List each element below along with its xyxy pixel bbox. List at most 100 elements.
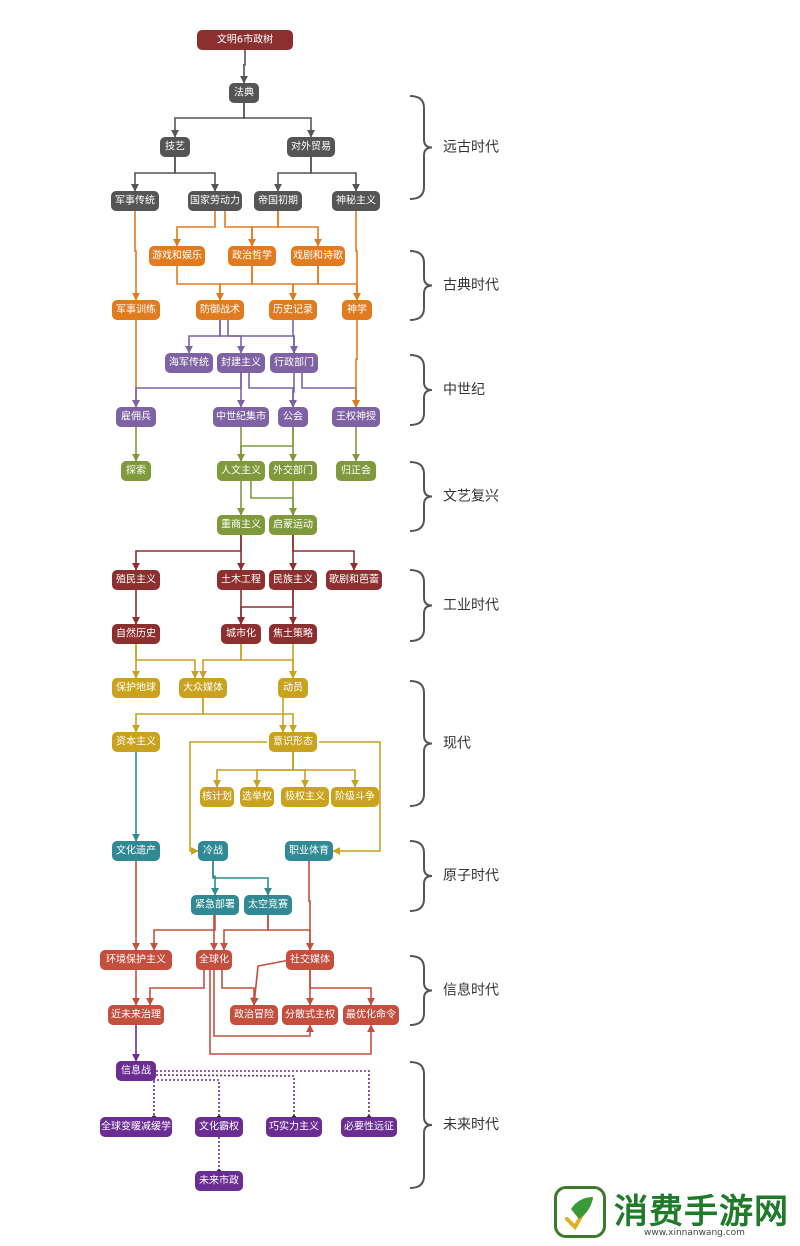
node-box	[217, 353, 265, 373]
civic-node-recorded-history[interactable]: 历史记录	[269, 300, 317, 320]
civic-node-opera-ballet[interactable]: 歌剧和芭蕾	[326, 570, 382, 590]
civic-node-cold-war[interactable]: 冷战	[198, 841, 228, 861]
civic-node-mass-media[interactable]: 大众媒体	[179, 678, 227, 698]
site-watermark: 消费手游网 www.xinnanwang.com	[548, 1184, 798, 1244]
civic-node-medieval-faires[interactable]: 中世纪集市	[213, 407, 269, 427]
civic-node-space-race[interactable]: 太空竞赛	[244, 895, 292, 915]
node-label: 神秘主义	[336, 194, 376, 207]
civic-node-reformed-church[interactable]: 归正会	[336, 461, 376, 481]
civic-node-ideology[interactable]: 意识形态	[269, 732, 317, 752]
civic-node-mysticism[interactable]: 神秘主义	[332, 191, 380, 211]
edge-mercantilism-to-colonialism	[132, 535, 242, 571]
node-label: 环境保护主义	[106, 953, 166, 966]
civic-node-nuclear-program[interactable]: 核计划	[200, 787, 234, 807]
civic-node-capitalism[interactable]: 资本主义	[112, 732, 160, 752]
civic-node-naval-tradition[interactable]: 海军传统	[165, 353, 213, 373]
civic-node-social-media[interactable]: 社交媒体	[286, 950, 334, 970]
node-box	[116, 1061, 156, 1081]
civic-node-divine-right[interactable]: 王权神授	[332, 407, 380, 427]
edge-humanism-to-enlightenment	[250, 481, 297, 516]
node-box	[278, 407, 308, 427]
node-label: 封建主义	[221, 356, 261, 369]
civic-node-professional-sports[interactable]: 职业体育	[285, 841, 333, 861]
civic-node-military-tradition[interactable]: 军事传统	[111, 191, 159, 211]
civic-node-urbanization[interactable]: 城市化	[221, 624, 261, 644]
civic-node-mercenaries[interactable]: 雇佣兵	[116, 407, 156, 427]
civic-node-nationalism[interactable]: 民族主义	[269, 570, 317, 590]
civic-node-state-workforce[interactable]: 国家劳动力	[188, 191, 242, 211]
node-label: 职业体育	[289, 844, 329, 857]
node-box	[285, 841, 333, 861]
civic-node-political-risk[interactable]: 政治冒险	[230, 1005, 278, 1025]
civic-node-enlightenment[interactable]: 启蒙运动	[269, 515, 317, 535]
civic-node-civil-engineering[interactable]: 土木工程	[217, 570, 265, 590]
node-box	[254, 191, 302, 211]
civic-node-class-struggle[interactable]: 阶级斗争	[331, 787, 379, 807]
node-label: 必要性远征	[344, 1120, 394, 1133]
civic-node-diplomatic-service[interactable]: 外交部门	[269, 461, 317, 481]
civic-node-information-warfare[interactable]: 信息战	[116, 1061, 156, 1081]
civic-node-rapid-deployment[interactable]: 紧急部署	[191, 895, 239, 915]
edge-information_warfare-to-exodus_imperative	[156, 1070, 370, 1117]
node-box	[196, 950, 232, 970]
civic-node-political-philosophy[interactable]: 政治哲学	[228, 246, 276, 266]
node-label: 社交媒体	[290, 953, 330, 966]
civic-node-games-recreation[interactable]: 游戏和娱乐	[149, 246, 205, 266]
civic-node-theology[interactable]: 神学	[342, 300, 372, 320]
node-box	[281, 787, 329, 807]
civic-node-future-civic[interactable]: 未来市政	[195, 1171, 243, 1191]
civic-node-suffrage[interactable]: 选举权	[240, 787, 274, 807]
civic-node-humanism[interactable]: 人文主义	[217, 461, 265, 481]
civic-node-mobilization[interactable]: 动员	[278, 678, 308, 698]
edge-mysticism-to-theology	[353, 211, 361, 301]
node-box	[149, 246, 205, 266]
civic-node-exodus-imperative[interactable]: 必要性远征	[341, 1117, 397, 1137]
civic-node-root[interactable]: 文明6市政树	[197, 30, 293, 50]
node-box	[112, 732, 160, 752]
civic-node-natural-history[interactable]: 自然历史	[112, 624, 160, 644]
edge-guilds-to-humanism	[237, 427, 294, 462]
civic-node-exploration[interactable]: 探索	[121, 461, 151, 481]
civic-node-globalization[interactable]: 全球化	[196, 950, 232, 970]
civic-node-craftsmanship[interactable]: 技艺	[160, 137, 190, 157]
civic-node-drama-poetry[interactable]: 戏剧和诗歌	[291, 246, 345, 266]
civic-node-military-training[interactable]: 军事训练	[112, 300, 160, 320]
civic-node-feudalism[interactable]: 封建主义	[217, 353, 265, 373]
civic-node-guilds[interactable]: 公会	[278, 407, 308, 427]
era-bracket-atomic	[409, 840, 433, 912]
civic-node-mercantilism[interactable]: 重商主义	[217, 515, 265, 535]
civic-node-foreign-trade[interactable]: 对外贸易	[287, 137, 335, 157]
civic-node-conservation[interactable]: 保护地球	[112, 678, 160, 698]
civic-node-totalitarianism[interactable]: 极权主义	[281, 787, 329, 807]
civic-node-defensive-tactics[interactable]: 防御战术	[196, 300, 244, 320]
civic-node-cultural-hegemony[interactable]: 文化霸权	[195, 1117, 243, 1137]
civic-node-code-of-laws[interactable]: 法典	[229, 83, 259, 103]
node-box	[221, 624, 261, 644]
edge-social_media-to-optimization_imperative	[309, 970, 375, 1006]
civic-node-early-empire[interactable]: 帝国初期	[254, 191, 302, 211]
node-label: 外交部门	[273, 464, 313, 477]
edge-code_of_laws-to-foreign_trade	[243, 103, 315, 138]
civic-node-global-warming-mitigation[interactable]: 全球变暖减缓学	[100, 1117, 172, 1137]
civic-node-cultural-heritage[interactable]: 文化遗产	[112, 841, 160, 861]
edge-craftsmanship-to-military_tradition	[131, 157, 176, 192]
civic-node-civil-service[interactable]: 行政部门	[270, 353, 318, 373]
civic-node-scorched-earth[interactable]: 焦土策略	[269, 624, 317, 644]
node-box	[198, 841, 228, 861]
node-label: 神学	[347, 303, 367, 316]
edge-professional_sports-to-social_media	[306, 861, 314, 951]
civic-node-colonialism[interactable]: 殖民主义	[112, 570, 160, 590]
node-label: 紧急部署	[195, 898, 235, 911]
edge-globalization-to-near_future_governance	[146, 970, 205, 1006]
edge-urbanization-to-mass_media	[199, 644, 242, 679]
edge-rapid_deployment-to-environmentalism	[150, 915, 216, 951]
civic-node-decentralized-sovereignty[interactable]: 分散式主权	[282, 1005, 338, 1025]
civic-node-near-future-governance[interactable]: 近未来治理	[108, 1005, 164, 1025]
civic-node-optimization-imperative[interactable]: 最优化命令	[343, 1005, 399, 1025]
node-label: 核计划	[202, 790, 232, 803]
civic-node-environmentalism[interactable]: 环境保护主义	[100, 950, 172, 970]
node-box	[291, 246, 345, 266]
civic-node-smart-power-doctrine[interactable]: 巧实力主义	[266, 1117, 322, 1137]
node-label: 政治哲学	[232, 249, 272, 262]
node-box	[269, 570, 317, 590]
